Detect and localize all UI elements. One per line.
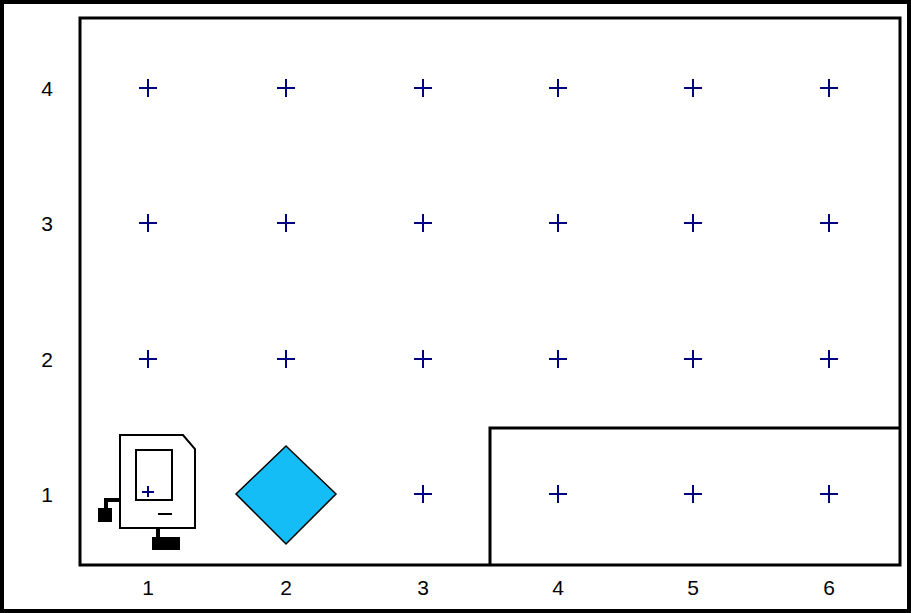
beeper: [236, 446, 336, 544]
karel-robot: [98, 435, 195, 550]
row-number: 2: [41, 349, 53, 370]
inner-wall: [490, 428, 900, 565]
row-number: 3: [41, 213, 53, 234]
column-number: 6: [823, 577, 835, 598]
column-number: 2: [280, 577, 292, 598]
column-number: 5: [687, 577, 699, 598]
row-number: 4: [41, 78, 53, 99]
world-wall: [80, 18, 900, 565]
column-number: 3: [417, 577, 429, 598]
row-number: 1: [41, 484, 53, 505]
column-number: 4: [552, 577, 564, 598]
column-number: 1: [142, 577, 154, 598]
corner-markers: [139, 79, 838, 503]
